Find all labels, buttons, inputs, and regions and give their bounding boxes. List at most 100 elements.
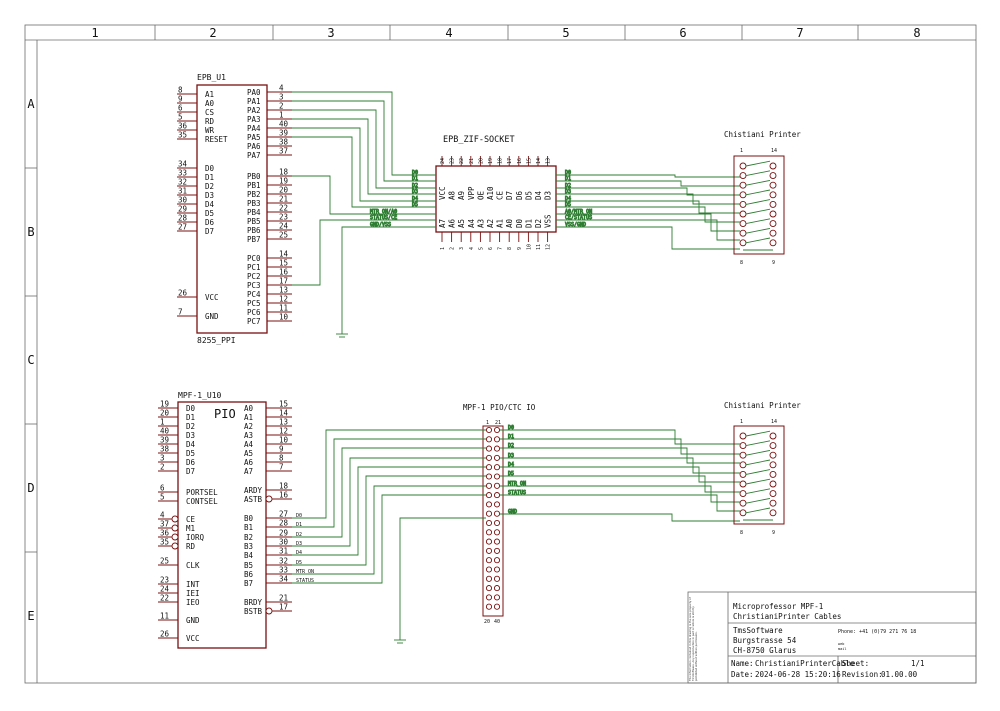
zif-pin-number: 4 xyxy=(469,247,475,250)
pin-number: 6 xyxy=(160,484,165,493)
header-hole xyxy=(485,501,493,508)
pin-bridge xyxy=(745,170,771,177)
pio-header-pin20: 20 xyxy=(484,619,490,625)
pin-bridge xyxy=(745,478,771,485)
pin-number: 34 xyxy=(178,160,188,169)
pin-number: 17 xyxy=(279,277,288,286)
inverted-pin-bubble xyxy=(171,533,179,541)
inverted-pin-bubble xyxy=(171,542,179,550)
pin-name: PB6 xyxy=(247,226,261,235)
inverted-pin-bubble xyxy=(171,524,179,532)
zif-pin-number: 21 xyxy=(469,158,475,164)
pin-name: PC2 xyxy=(247,272,261,281)
header-hole xyxy=(485,585,493,592)
zif-pin-number: 8 xyxy=(507,247,513,250)
zif-pin-name: A8 xyxy=(448,190,457,200)
signal-label: D0 xyxy=(508,425,514,431)
pin-name: RESET xyxy=(205,135,228,144)
wire xyxy=(292,447,486,538)
signal-label: D5 xyxy=(412,202,418,208)
connector-hole xyxy=(769,461,777,469)
wire xyxy=(500,485,740,503)
signal-label: GND/VSS xyxy=(370,222,391,228)
pin-name: CE xyxy=(186,515,196,524)
zif-pin-number: 5 xyxy=(478,247,484,250)
signal-label: D5 xyxy=(565,202,571,208)
pin-number: 4 xyxy=(279,84,284,93)
pin-name: B6 xyxy=(244,570,254,579)
connector-hole xyxy=(769,239,777,247)
pin-number: 39 xyxy=(279,129,288,138)
pin-name: D5 xyxy=(205,209,214,218)
pin-bridge xyxy=(745,227,771,234)
header-hole xyxy=(493,445,501,452)
header-hole xyxy=(493,585,501,592)
signal-label: STATUS/CE xyxy=(370,215,397,221)
zif-pin-number: 15 xyxy=(526,158,532,164)
zif-pin-name: D1 xyxy=(524,219,533,228)
company-web-label: web xyxy=(838,642,844,646)
signal-label: D3 xyxy=(565,189,571,195)
wire xyxy=(556,174,740,178)
connector-hole xyxy=(739,442,747,450)
pin-number: 24 xyxy=(160,585,170,594)
pin-number: 24 xyxy=(279,222,289,231)
pin-name: A0 xyxy=(205,99,215,108)
connector-hole xyxy=(769,442,777,450)
row-label: D xyxy=(27,481,34,495)
pin-number: 8 xyxy=(178,86,183,95)
connector-hole xyxy=(739,470,747,478)
wire xyxy=(292,457,486,547)
pin-number: 23 xyxy=(160,576,169,585)
zif-pin-number: 22 xyxy=(459,158,465,164)
wire xyxy=(500,466,740,483)
pin-number: 37 xyxy=(279,147,288,156)
pin-name: B5 xyxy=(244,561,253,570)
pin-number: 40 xyxy=(279,120,289,129)
zif-pin-number: 17 xyxy=(507,158,513,164)
pin-name: A1 xyxy=(205,90,214,99)
printer-bottom-pin9: 9 xyxy=(772,530,775,536)
pin-number: 1 xyxy=(279,111,284,120)
pin-number: 35 xyxy=(160,538,169,547)
printer-bottom-name: Chistiani Printer xyxy=(724,401,801,410)
signal-label: D3 xyxy=(412,189,418,195)
pin-name: PC1 xyxy=(247,263,261,272)
column-label: 3 xyxy=(327,26,334,40)
printer-top-pin1: 1 xyxy=(740,148,743,154)
zif-socket-name: EPB_ZIF-SOCKET xyxy=(443,135,515,145)
zif-pin-number: 18 xyxy=(498,158,504,164)
pin-name: IEI xyxy=(186,589,200,598)
title-line-1: Microprofessor MPF-1 xyxy=(733,602,823,611)
pin-name: A3 xyxy=(244,431,253,440)
company-phone: Phone: +41 (0)79 271 76 18 xyxy=(838,629,916,635)
pin-number: 22 xyxy=(279,204,288,213)
pin-number: 39 xyxy=(160,436,169,445)
pin-name: D4 xyxy=(186,440,196,449)
wire xyxy=(500,429,740,445)
connector-hole xyxy=(769,229,777,237)
connector-hole xyxy=(769,499,777,507)
pin-name: PC3 xyxy=(247,281,261,290)
pin-name: A0 xyxy=(244,404,254,413)
connector-hole xyxy=(769,191,777,199)
printer-top-pin9: 9 xyxy=(772,260,775,266)
pin-number: 9 xyxy=(178,95,183,104)
signal-label: MTR_ON xyxy=(296,569,314,575)
pin-name: RD xyxy=(186,542,196,551)
drawing-frame xyxy=(24,24,977,684)
row-label: E xyxy=(27,609,34,623)
pin-name: D7 xyxy=(205,227,214,236)
header-hole xyxy=(493,464,501,471)
zif-pin-number: 12 xyxy=(546,244,552,250)
printer-bottom-holes xyxy=(739,430,777,521)
connector-hole xyxy=(769,490,777,498)
zif-pin-name: VPP xyxy=(467,186,476,200)
pin-number: 16 xyxy=(279,491,289,500)
zif-pin-number: 16 xyxy=(517,158,523,164)
zif-pin-name: A9 xyxy=(457,191,466,200)
connector-hole xyxy=(739,461,747,469)
header-hole xyxy=(485,566,493,573)
pin-name: PB5 xyxy=(247,217,261,226)
pio-header-name: MPF-1 PIO/CTC IO xyxy=(463,403,536,412)
